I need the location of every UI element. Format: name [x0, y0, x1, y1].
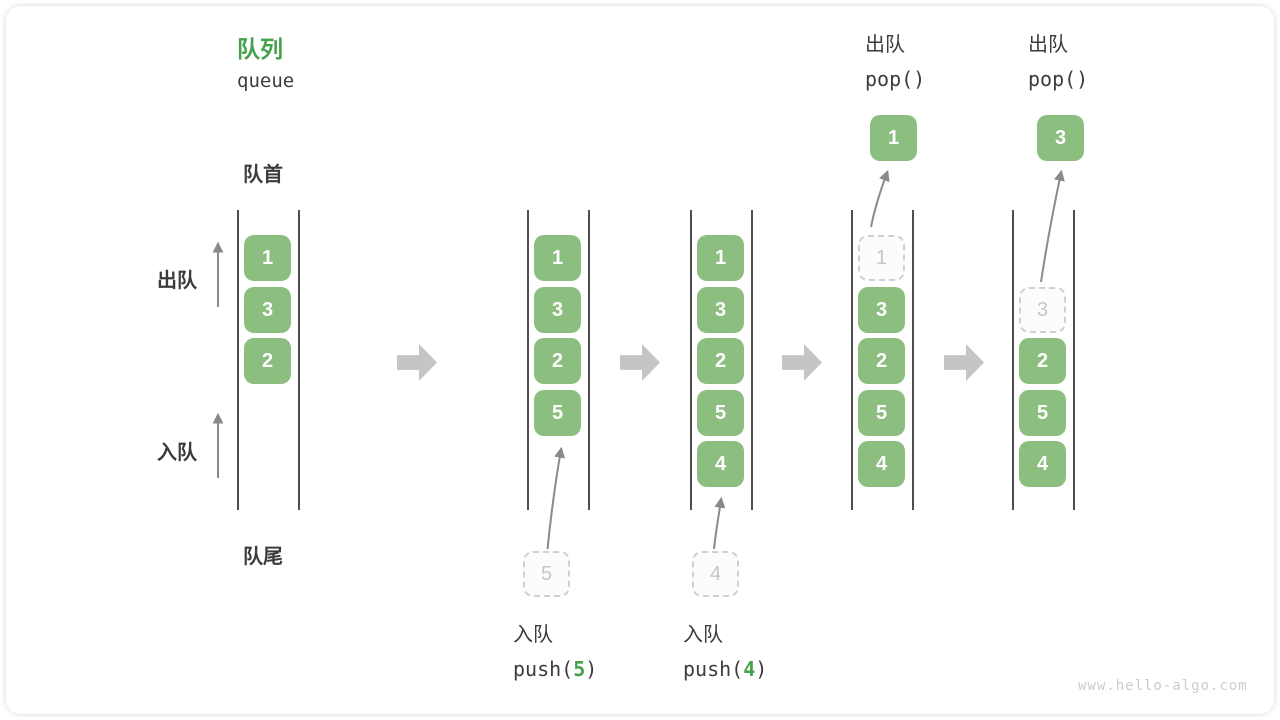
- queue-slot-dashed: 1: [858, 235, 905, 281]
- push-caption: 入队 push(4): [683, 618, 767, 681]
- push-code-label: push(4): [683, 657, 768, 681]
- queue-slot-solid: 1: [534, 235, 581, 281]
- queue-rear-label: 队尾: [243, 546, 283, 568]
- queue-slot-solid: 3: [858, 287, 905, 333]
- push-action-label: 入队: [683, 624, 723, 646]
- push-code-label: push(5): [513, 657, 598, 681]
- queue-wall-line: [751, 210, 753, 510]
- queue-wall-line: [912, 210, 914, 510]
- queue-wall-line: [1073, 210, 1075, 510]
- push-caption: 入队 push(5): [513, 618, 597, 681]
- queue-slot-solid: 5: [534, 390, 581, 436]
- popped-value-box: 1: [870, 115, 917, 161]
- queue-wall-line: [588, 210, 590, 510]
- queue-front-label: 队首: [243, 164, 283, 186]
- queue-wall-line: [237, 210, 239, 510]
- queue-slot-solid: 2: [1019, 338, 1066, 384]
- queue-wall-line: [298, 210, 300, 510]
- pop-caption: 出队 pop(): [1028, 28, 1088, 91]
- pop-caption: 出队 pop(): [865, 28, 925, 91]
- queue-slot-solid: 5: [858, 390, 905, 436]
- queue-wall-line: [1012, 210, 1014, 510]
- pop-action-label: 出队: [1028, 34, 1068, 56]
- queue-slot-solid: 5: [1019, 390, 1066, 436]
- diagram-title-zh: 队列: [237, 36, 283, 62]
- queue-slot-solid: 4: [697, 441, 744, 487]
- queue-wall-line: [527, 210, 529, 510]
- queue-wall-line: [690, 210, 692, 510]
- popped-value-box: 3: [1037, 115, 1084, 161]
- dequeue-side-label: 出队: [157, 270, 197, 292]
- pop-code-label: pop(): [1028, 67, 1089, 91]
- queue-slot-solid: 3: [534, 287, 581, 333]
- staged-value-box: 4: [692, 551, 739, 597]
- queue-slot-solid: 1: [697, 235, 744, 281]
- queue-slot-solid: 2: [534, 338, 581, 384]
- queue-slot-solid: 4: [858, 441, 905, 487]
- pop-action-label: 出队: [865, 34, 905, 56]
- enqueue-side-label: 入队: [157, 442, 197, 464]
- queue-slot-solid: 3: [697, 287, 744, 333]
- queue-slot-solid: 2: [858, 338, 905, 384]
- queue-slot-solid: 1: [244, 235, 291, 281]
- watermark: www.hello-algo.com: [1078, 678, 1248, 694]
- queue-slot-solid: 3: [244, 287, 291, 333]
- queue-slot-solid: 2: [697, 338, 744, 384]
- queue-slot-dashed: 3: [1019, 287, 1066, 333]
- queue-slot-solid: 5: [697, 390, 744, 436]
- queue-slot-solid: 4: [1019, 441, 1066, 487]
- queue-wall-line: [851, 210, 853, 510]
- diagram-title-en: queue: [237, 70, 295, 92]
- queue-slot-solid: 2: [244, 338, 291, 384]
- pop-code-label: pop(): [865, 67, 926, 91]
- staged-value-box: 5: [523, 551, 570, 597]
- push-action-label: 入队: [513, 624, 553, 646]
